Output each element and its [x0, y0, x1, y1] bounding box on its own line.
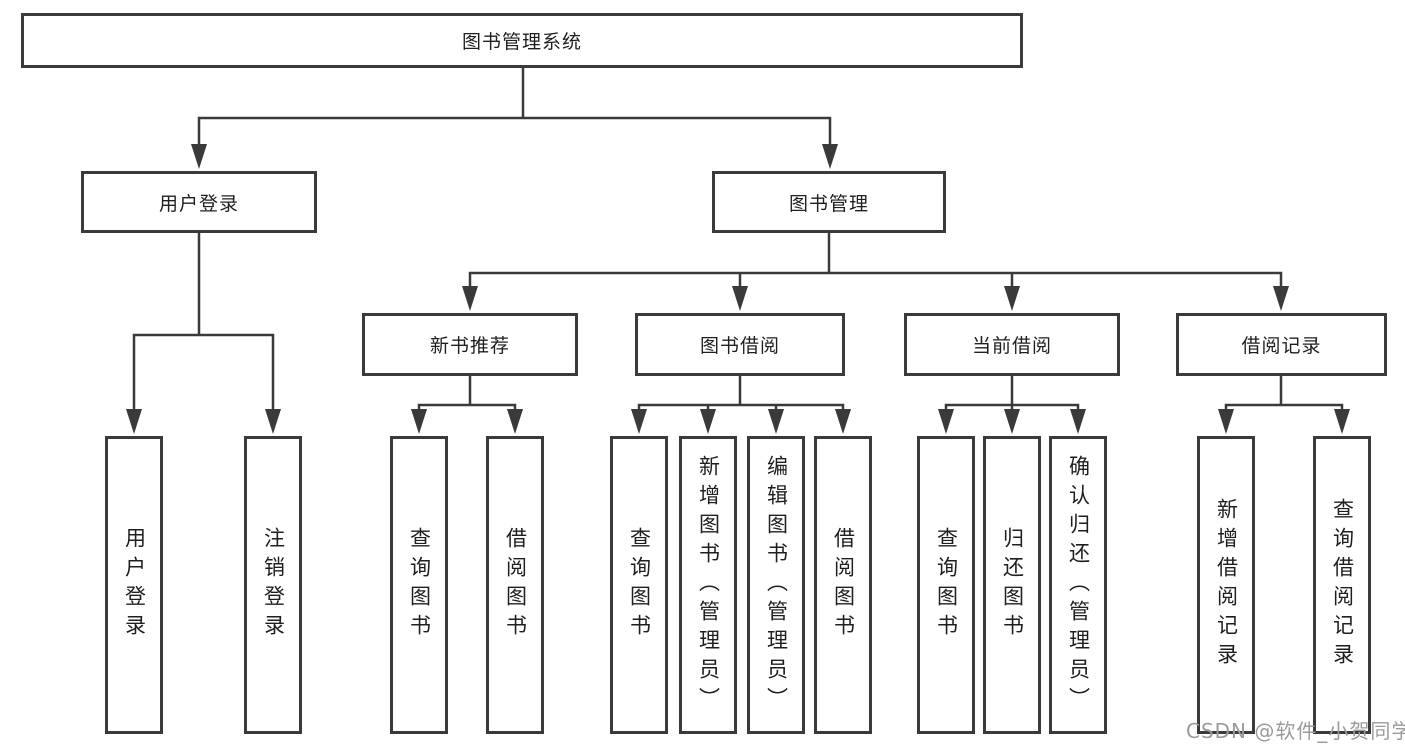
leaf-add-borrow-record: 新增借阅记录 [1197, 436, 1255, 734]
node-book-management: 图书管理 [712, 171, 946, 233]
leaf-label: 编辑图书（管理员） [764, 454, 789, 716]
leaf-query-books-recommend: 查询图书 [390, 436, 448, 734]
watermark-text: CSDN @软件_小贺同学 [1186, 719, 1405, 743]
leaf-logout: 注销登录 [244, 436, 302, 734]
node-borrowing-records: 借阅记录 [1176, 313, 1387, 376]
leaf-confirm-return-admin: 确认归还（管理员） [1049, 436, 1107, 734]
node-label: 当前借阅 [971, 335, 1052, 357]
leaf-query-books-borrowing: 查询图书 [610, 436, 668, 734]
leaf-label: 归还图书 [1000, 527, 1025, 643]
leaf-query-borrow-record: 查询借阅记录 [1313, 436, 1371, 734]
leaf-label: 查询图书 [934, 527, 959, 643]
node-label: 借阅记录 [1241, 335, 1322, 357]
node-label: 图书管理 [788, 192, 869, 215]
leaf-label: 借阅图书 [503, 527, 528, 643]
leaf-borrow-books-recommend: 借阅图书 [486, 436, 544, 734]
leaf-label: 新增图书（管理员） [696, 454, 721, 716]
leaf-label: 用户登录 [122, 527, 147, 643]
node-user-login: 用户登录 [81, 171, 317, 233]
node-library-management-system: 图书管理系统 [21, 13, 1023, 68]
leaf-label: 确认归还（管理员） [1066, 454, 1091, 716]
node-book-borrowing: 图书借阅 [635, 313, 845, 376]
leaf-edit-books-admin: 编辑图书（管理员） [747, 436, 805, 734]
leaf-label: 查询图书 [407, 527, 432, 643]
leaf-label: 借阅图书 [831, 527, 856, 643]
node-label: 图书管理系统 [461, 31, 582, 53]
node-new-book-recommendation: 新书推荐 [362, 313, 578, 376]
leaf-user-login: 用户登录 [105, 436, 163, 734]
node-current-borrowing: 当前借阅 [904, 313, 1120, 376]
leaf-label: 注销登录 [261, 527, 286, 643]
leaf-borrow-books-borrowing: 借阅图书 [814, 436, 872, 734]
node-label: 用户登录 [158, 192, 239, 215]
leaf-return-books: 归还图书 [983, 436, 1041, 734]
node-label: 新书推荐 [429, 335, 510, 357]
leaf-label: 查询借阅记录 [1330, 498, 1355, 672]
leaf-query-books-current: 查询图书 [917, 436, 975, 734]
leaf-add-books-admin: 新增图书（管理员） [679, 436, 737, 734]
leaf-label: 新增借阅记录 [1214, 498, 1239, 672]
leaf-label: 查询图书 [627, 527, 652, 643]
node-label: 图书借阅 [699, 335, 780, 357]
